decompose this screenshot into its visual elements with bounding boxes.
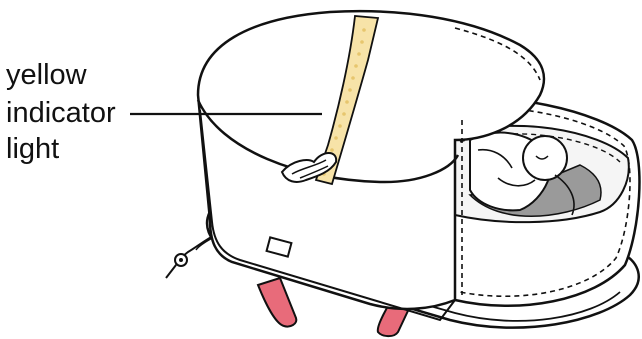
carry-handle-left [258, 278, 296, 327]
